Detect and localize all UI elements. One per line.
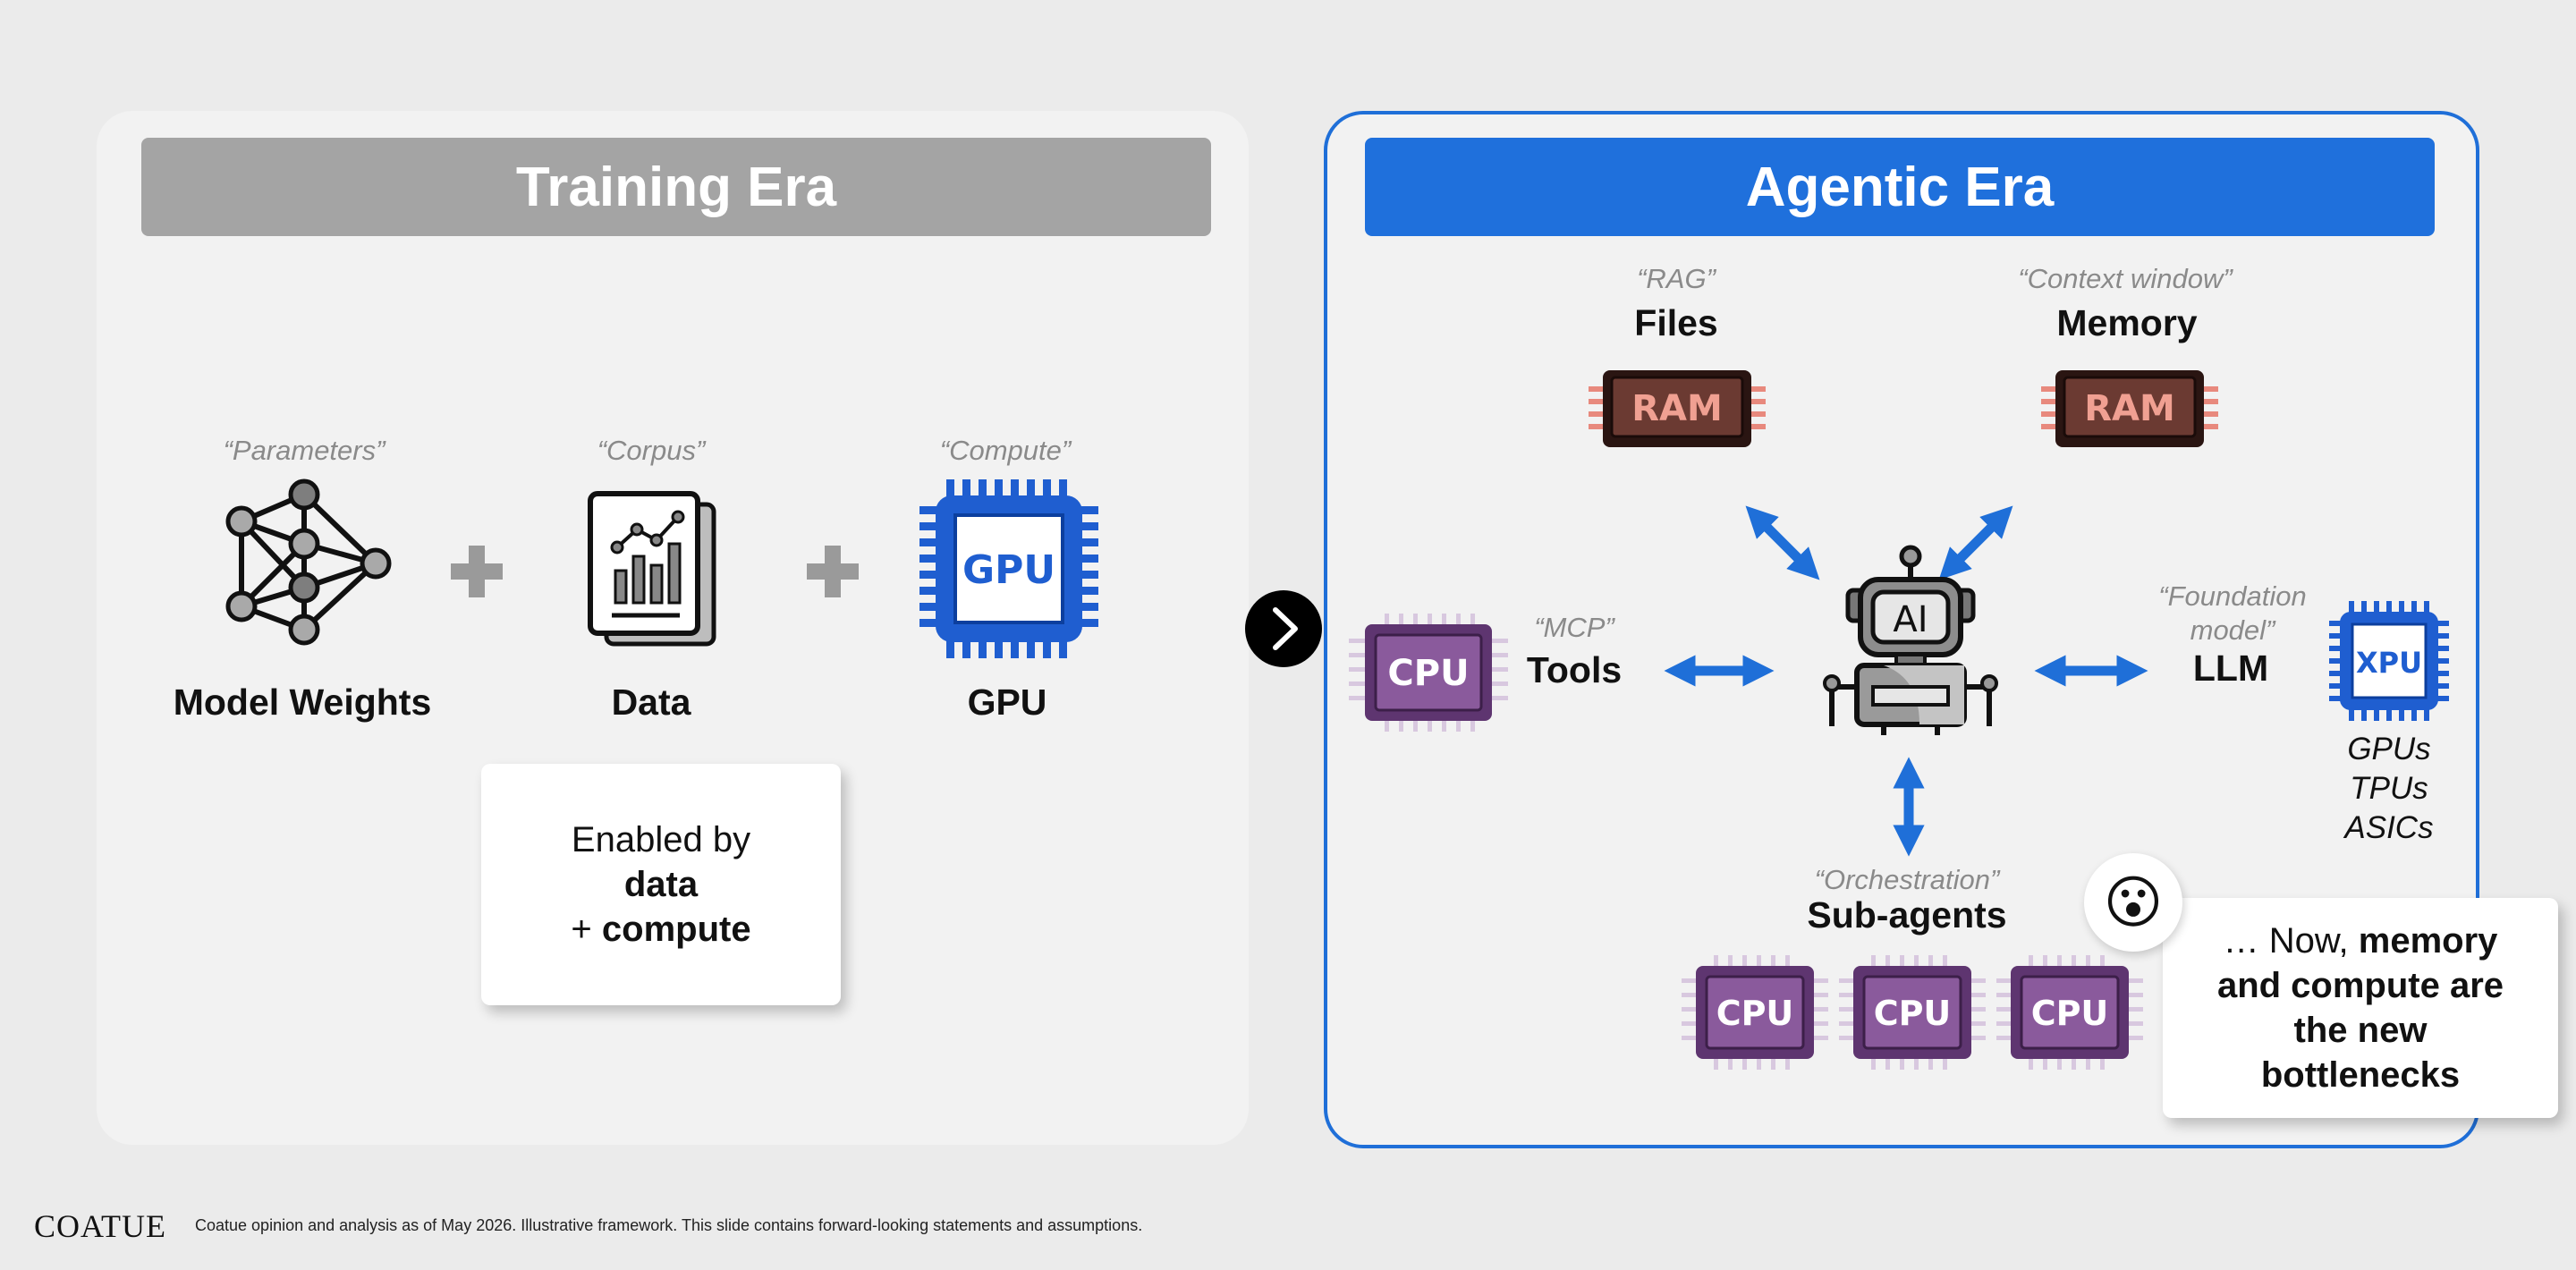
tpus-text: TPUs [2350, 771, 2428, 806]
foundation-quote-line: “Foundation [2158, 580, 2307, 612]
bottleneck-callout: … Now, memory and compute are the new bo… [2163, 898, 2558, 1118]
foundation-model-quote: “Foundation model” [2158, 580, 2306, 648]
robot-ai-text: AI [1893, 599, 1928, 640]
plus-icon [807, 546, 859, 597]
llm-label: LLM [2192, 648, 2269, 689]
callout-bottlenecks: bottlenecks [2260, 1055, 2461, 1095]
model-weights-label: Model Weights [173, 682, 432, 723]
gpu-label: GPU [967, 682, 1047, 723]
callout-memory: memory [2358, 921, 2498, 961]
cpu-chip-icon: CPU [1996, 955, 2143, 1070]
xpu-chip-text: XPU [2356, 646, 2422, 680]
gpu-chip-icon: GPU [919, 479, 1098, 658]
surprised-emoji-badge: 😮 [2084, 853, 2182, 952]
next-chevron-icon [1245, 590, 1322, 667]
gpu-chip-text: GPU [962, 547, 1055, 593]
cpu-chip-text: CPU [1874, 994, 1952, 1033]
enabled-compute-text: compute [601, 910, 751, 949]
cpu-chip-icon: CPU [1682, 955, 1828, 1070]
context-window-quote: “Context window” [2018, 263, 2233, 294]
orchestration-quote: “Orchestration” [1814, 864, 2000, 895]
callout-prefix: … Now, [2223, 921, 2359, 961]
enabled-data-text: data [623, 865, 699, 904]
gpus-text: GPUs [2347, 732, 2431, 766]
xpu-chip-icon: XPU [2329, 601, 2449, 721]
memory-label: Memory [2056, 302, 2198, 343]
compute-quote: “Compute” [939, 435, 1072, 466]
cpu-chip-icon: CPU [1349, 614, 1508, 732]
rag-quote: “RAG” [1637, 263, 1716, 294]
training-era-title: Training Era [141, 138, 1211, 236]
agentic-era-title: Agentic Era [1365, 138, 2435, 236]
callout-compute: and compute are [2216, 966, 2504, 1005]
coatue-logo: COATUE [34, 1208, 166, 1244]
surprised-face-icon: 😮 [2103, 869, 2164, 935]
enabled-by-card: Enabled by data + compute [481, 764, 841, 1005]
ram-chip-icon: RAM [1589, 370, 1766, 447]
xpu-types-list: GPUs TPUs ASICs [2326, 730, 2453, 848]
cpu-chip-text: CPU [2031, 994, 2109, 1033]
mcp-quote: “MCP” [1534, 612, 1614, 643]
parameters-quote: “Parameters” [223, 435, 386, 466]
ram-chip-icon: RAM [2041, 370, 2218, 447]
ram-chip-text: RAM [2084, 388, 2175, 429]
files-label: Files [1634, 302, 1718, 343]
model-quote-line: model” [2190, 614, 2275, 646]
plus-icon [451, 546, 503, 597]
tools-label: Tools [1526, 649, 1623, 690]
cpu-chip-icon: CPU [1839, 955, 1986, 1070]
footer-disclaimer: Coatue opinion and analysis as of May 20… [195, 1216, 1143, 1234]
ram-chip-text: RAM [1631, 388, 1723, 429]
neural-network-icon [225, 478, 392, 646]
enabled-plus-text: + [571, 910, 602, 949]
sub-agents-label: Sub-agents [1807, 894, 2007, 936]
ai-robot-icon: AI [1823, 545, 1998, 735]
data-report-icon [588, 491, 716, 647]
cpu-chip-text: CPU [1716, 994, 1794, 1033]
callout-the-new: the new [2293, 1011, 2428, 1050]
cpu-chip-text: CPU [1387, 653, 1469, 694]
enabled-by-text: Enabled by [571, 820, 751, 859]
asics-text: ASICs [2344, 810, 2434, 845]
corpus-quote: “Corpus” [597, 435, 706, 466]
data-label: Data [611, 682, 691, 723]
